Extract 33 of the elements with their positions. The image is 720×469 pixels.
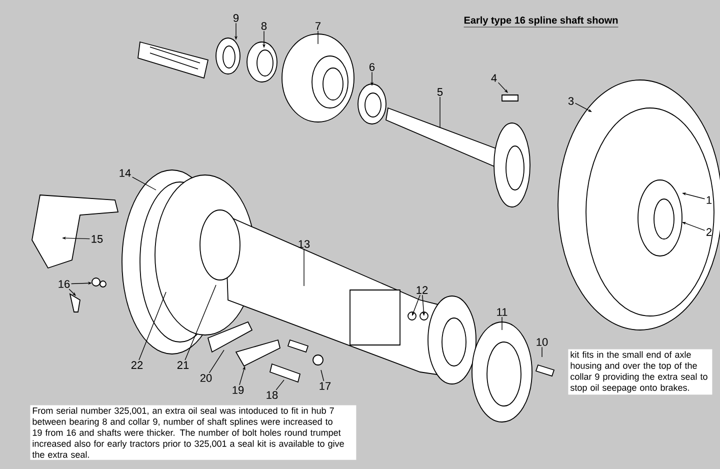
leader-line (276, 380, 284, 390)
callout-number: 18 (266, 391, 278, 399)
leader-line (138, 292, 166, 360)
leader-line (68, 288, 76, 296)
callout-number: 19 (232, 386, 244, 394)
callout-number: 17 (320, 382, 331, 390)
callout-number: 2 (706, 228, 712, 236)
callout-number: 1 (706, 196, 712, 204)
callout-number: 14 (120, 169, 131, 177)
leader-line (132, 176, 156, 190)
title: Early type 16 spline shaft shown (464, 16, 618, 28)
leader-line (184, 284, 216, 360)
callout-number: 3 (568, 97, 574, 105)
callout-number: 21 (177, 361, 189, 369)
callout-number: 22 (131, 361, 143, 369)
leader-line (208, 350, 224, 374)
callout-number: 16 (58, 280, 70, 288)
callout-number: 6 (370, 63, 375, 71)
callout-number: 8 (261, 22, 267, 30)
callout-number: 10 (536, 338, 548, 346)
note-box: From serial number 325,001, an extra oil seal was intoduced to fit in hub 7 between bearing 8 and collar 9, number of shaft splines were increased to 19 from 16 and shafts were thicker. The number of bolt holes round trumpet increased also for early tractors prior to 325,001 a seal kit is available to give the extra seal. (30, 405, 356, 460)
callout-number: 7 (316, 22, 321, 30)
leader-line (498, 82, 508, 93)
callout-number: 15 (92, 235, 103, 243)
callout-number: 20 (200, 374, 212, 382)
callout-number: 11 (497, 308, 508, 316)
note-box: kit fits in the small end of axle housing and over the top of the collar 9 providing the extra seal to stop oil seepage onto brakes. (568, 349, 712, 395)
callout-number: 12 (416, 286, 428, 294)
leader-line (320, 370, 324, 382)
callout-number: 9 (233, 14, 239, 22)
callout-number: 5 (437, 88, 443, 96)
callout-number: 13 (298, 240, 310, 248)
callout-number: 4 (491, 74, 497, 82)
